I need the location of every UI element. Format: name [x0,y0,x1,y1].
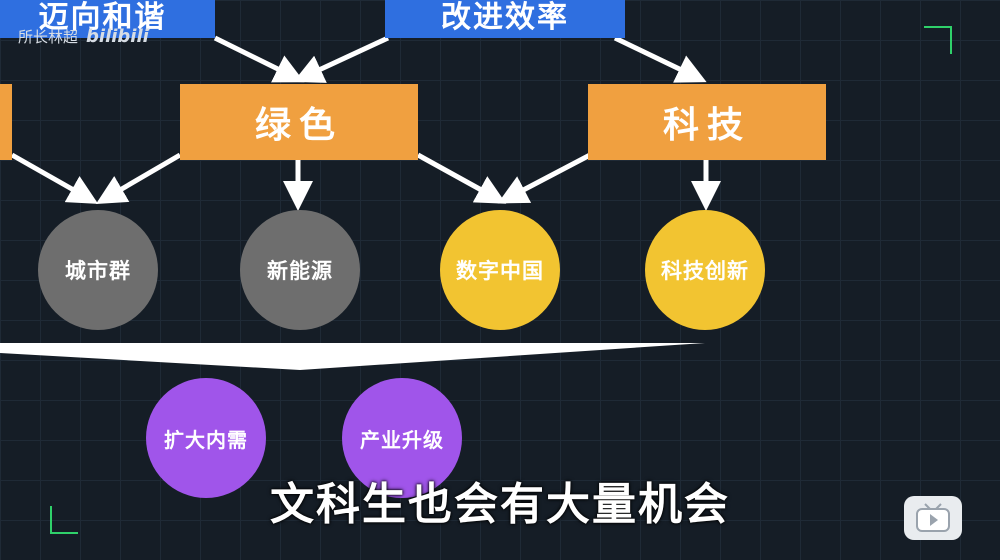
watermark-platform-logo: bilibili [86,26,149,47]
corner-mark-bottom-left [50,506,78,534]
circle-label: 产业升级 [360,427,444,452]
box-improve-efficiency: 改进效率 [385,0,625,38]
arrow [293,35,390,83]
circle-expand-demand: 扩大内需 [146,378,266,498]
watermark: 所长林超 bilibili [18,26,149,47]
corner-mark-top-right [924,26,952,54]
arrow [416,152,507,204]
circle-city-cluster: 城市群 [38,210,158,330]
play-triangle-icon [916,503,950,532]
box-toward-harmony: 迈向和谐 [0,0,215,38]
box-label: 迈向和谐 [38,0,167,35]
circle-label: 城市群 [65,259,131,283]
circle-label: 扩大内需 [164,427,248,452]
box-tech: 科技 [588,84,826,160]
box-label: 科技 [662,105,751,146]
bracket-shape [0,343,705,370]
arrow [95,152,182,205]
circle-digital-china: 数字中国 [440,210,560,330]
circle-label: 新能源 [267,259,333,283]
circle-tech-innovation: 科技创新 [645,210,765,330]
watermark-author: 所长林超 [18,28,79,46]
tv-play-icon[interactable] [904,496,962,540]
arrow [10,152,99,204]
circle-label: 科技创新 [661,259,749,283]
box-green: 绿色 [180,84,418,160]
box-left-partial [0,84,12,160]
arrow [497,152,592,204]
arrow [613,35,707,83]
circle-new-energy: 新能源 [240,210,360,330]
box-label: 改进效率 [441,0,569,35]
circle-industry-upgrade: 产业升级 [342,378,462,498]
arrow [213,35,305,83]
circle-label: 数字中国 [456,259,544,283]
video-subtitle: 文科生也会有大量机会 [270,479,730,530]
box-label: 绿色 [254,105,343,146]
